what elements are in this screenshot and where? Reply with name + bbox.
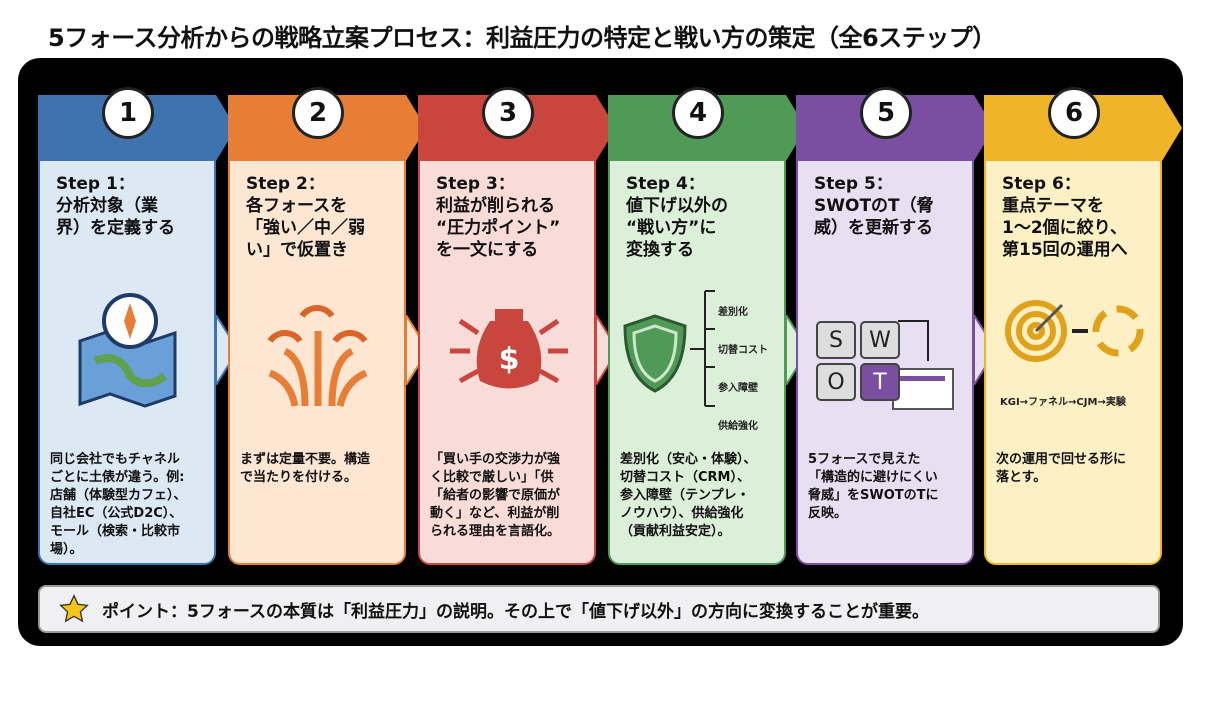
step-description: 次の運用で回せる形に 落とす。	[996, 452, 1127, 485]
page-title: 5フォース分析からの戦略立案プロセス：利益圧力の特定と戦い方の策定（全6ステップ…	[48, 24, 996, 52]
step-number-badge: 3	[482, 87, 534, 139]
step-description: 差別化（安心・体験）、 切替コスト（CRM）、 参入障壁（テンプレ・ ノウハウ）…	[620, 452, 757, 539]
svg-text:$: $	[499, 342, 520, 377]
money-bag-pressure-icon: $	[430, 281, 588, 411]
step-2-card: 2 Step 2： 各フォースを 「強い／中／弱 い」で仮置き まずは定量不要。…	[228, 87, 430, 565]
step-title: Step 1： 分析対象（業 界）を定義する	[56, 174, 175, 238]
step-number-badge: 1	[102, 87, 154, 139]
step-body: Step 1： 分析対象（業 界）を定義する 同じ会社でもチャネル ごとに土俵が…	[38, 159, 216, 565]
strategy-branch-label: 差別化	[718, 307, 748, 318]
step-description: 同じ会社でもチャネル ごとに土俵が違う。例: 店舗（体験型カフェ）、 自社EC（…	[50, 452, 187, 557]
key-point-bar: ポイント：5フォースの本質は「利益圧力」の説明。その上で「値下げ以外」の方向に変…	[38, 585, 1160, 633]
step-number-badge: 4	[672, 87, 724, 139]
key-point-text: ポイント：5フォースの本質は「利益圧力」の説明。その上で「値下げ以外」の方向に変…	[102, 601, 929, 622]
gauges-arrows-icon	[240, 281, 398, 411]
swot-cell-s: S	[816, 321, 856, 359]
step-1-card: 1 Step 1： 分析対象（業 界）を定義する 同じ会社でもチャネル ごとに土…	[38, 87, 240, 565]
step-title: Step 3： 利益が削られる “圧力ポイント” を一文にする	[436, 174, 561, 260]
step-title: Step 4： 値下げ以外の “戦い方”に 変換する	[626, 174, 728, 260]
swot-cell-o: O	[816, 363, 856, 401]
step-4-card: 4 Step 4： 値下げ以外の “戦い方”に 変換する 差別化切替コスト参入障…	[608, 87, 810, 565]
step-body: Step 4： 値下げ以外の “戦い方”に 変換する 差別化切替コスト参入障壁供…	[608, 159, 786, 565]
step-title: Step 6： 重点テーマを 1〜2個に絞り、 第15回の運用へ	[1002, 174, 1128, 260]
next-step-arrow-icon	[216, 315, 240, 385]
compass-map-icon	[50, 281, 208, 411]
step-body: Step 2： 各フォースを 「強い／中／弱 い」で仮置き まずは定量不要。構造…	[228, 159, 406, 565]
step-3-card: 3 Step 3： 利益が削られる “圧力ポイント” を一文にする $ 「買い手…	[418, 87, 620, 565]
step-description: まずは定量不要。構造 で当たりを付ける。	[240, 452, 371, 485]
step-body: Step 3： 利益が削られる “圧力ポイント” を一文にする $ 「買い手の交…	[418, 159, 596, 565]
step-header-chevron: 5	[796, 87, 994, 161]
step-6-card: 6 Step 6： 重点テーマを 1〜2個に絞り、 第15回の運用へ KGI→フ…	[984, 87, 1182, 565]
strategy-branch-label: 供給強化	[718, 421, 758, 432]
step-description: 「買い手の交渉力が強 く比較で厳しい」「供 「給者の影響で原価が 動く」など、利…	[430, 452, 561, 539]
step-header-chevron: 2	[228, 87, 426, 161]
step-body: Step 6： 重点テーマを 1〜2個に絞り、 第15回の運用へ KGI→ファネ…	[984, 159, 1162, 565]
step-header-chevron: 3	[418, 87, 616, 161]
step-number-badge: 2	[292, 87, 344, 139]
swot-cell-w: W	[860, 321, 900, 359]
step-description: 5フォースで見えた 「構造的に避けにくい 脅威」をSWOTのTに 反映。	[808, 452, 939, 521]
step-number-badge: 6	[1048, 87, 1100, 139]
step-header-chevron: 6	[984, 87, 1182, 161]
operation-flow-label: KGI→ファネル→CJM→実験	[1000, 397, 1126, 408]
strategy-branch-label: 参入障壁	[718, 383, 758, 394]
next-step-arrow-icon	[596, 315, 620, 385]
step-header-chevron: 1	[38, 87, 236, 161]
step-title: Step 2： 各フォースを 「強い／中／弱 い」で仮置き	[246, 174, 365, 260]
target-cycle-icon: KGI→ファネル→CJM→実験	[996, 281, 1154, 411]
next-step-arrow-icon	[406, 315, 430, 385]
step-header-chevron: 4	[608, 87, 806, 161]
shield-branches-icon: 差別化切替コスト参入障壁供給強化	[620, 281, 778, 432]
step-title: Step 5： SWOTのT（脅 威）を更新する	[814, 174, 934, 238]
star-icon	[59, 594, 89, 623]
swot-cell-t: T	[860, 363, 900, 401]
strategy-branch-label: 切替コスト	[718, 345, 768, 356]
step-number-badge: 5	[860, 87, 912, 139]
